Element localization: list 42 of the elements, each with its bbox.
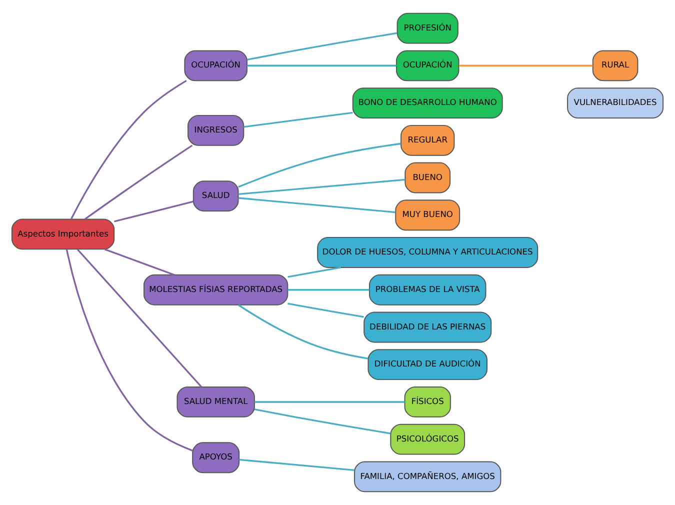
- connector: [76, 248, 202, 388]
- connector: [254, 408, 391, 434]
- connector: [238, 142, 402, 188]
- node-box: OCUPACIÓN: [396, 50, 460, 82]
- node-box: FAMILIA, COMPAÑEROS, AMIGOS: [354, 461, 502, 492]
- node-box: PSICOLÓGICOS: [390, 424, 466, 455]
- node-box: DEBILIDAD DE LAS PIERNAS: [364, 312, 492, 343]
- node-box: BUENO: [404, 162, 451, 194]
- connector: [288, 289, 370, 291]
- connector: [238, 304, 368, 360]
- connector: [66, 249, 193, 452]
- node-box: PROFESIÓN: [396, 12, 458, 44]
- connector: [254, 401, 405, 403]
- node-box: DOLOR DE HUESOS, COLUMNA Y ARTICULACIONES: [317, 237, 538, 268]
- node-box: INGRESOS: [188, 114, 244, 146]
- connector: [288, 302, 364, 318]
- node-box: MOLESTIAS FÍSIAS REPORTADAS: [144, 274, 288, 306]
- node-box: APOYOS: [192, 442, 240, 474]
- node-box: Aspectos Importantes: [11, 218, 115, 250]
- connector: [238, 178, 405, 195]
- node-box: FÍSICOS: [404, 386, 451, 418]
- node-box: REGULAR: [400, 124, 455, 156]
- node-box: DIFICULTAD DE AUDICIÓN: [368, 349, 488, 380]
- connector: [288, 266, 342, 278]
- connector: [244, 112, 353, 128]
- connector: [459, 64, 593, 66]
- connector: [238, 197, 396, 214]
- connector: [84, 144, 193, 220]
- node-box: SALUD: [192, 180, 239, 212]
- node-box: VULNERABILIDADES: [567, 88, 664, 118]
- node-box: SALUD MENTAL: [176, 386, 255, 418]
- node-box: OCUPACIÓN: [184, 50, 248, 82]
- connector: [239, 458, 355, 471]
- node-box: BONO DE DESARROLLO HUMANO: [352, 88, 503, 118]
- connector: [246, 32, 398, 61]
- node-box: PROBLEMAS DE LA VISTA: [368, 274, 486, 306]
- connector: [247, 64, 396, 66]
- connector: [104, 248, 175, 276]
- node-box: RURAL: [592, 50, 638, 82]
- connector: [70, 80, 187, 220]
- node-box: MUY BUENO: [395, 200, 460, 231]
- connector: [114, 200, 194, 222]
